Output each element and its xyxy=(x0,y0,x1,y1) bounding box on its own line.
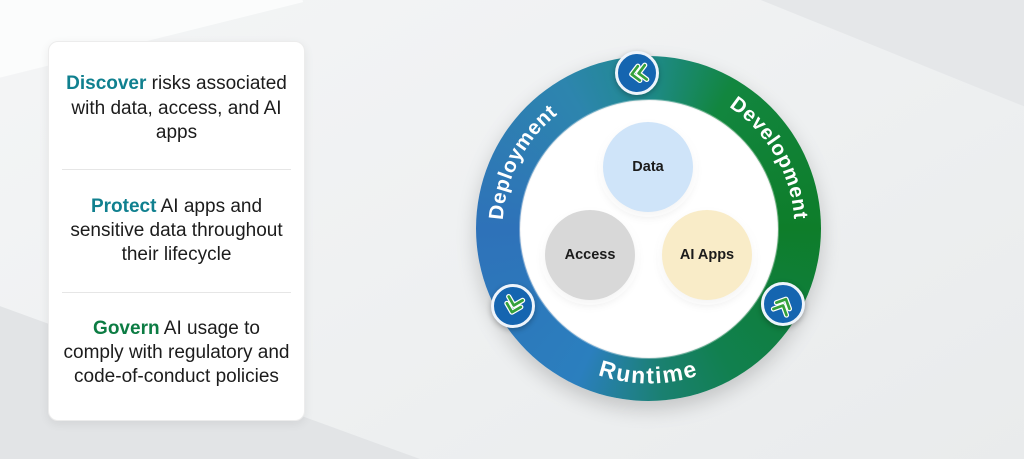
development-phase-label: Development xyxy=(726,92,812,220)
double-chevron-down-icon xyxy=(503,293,525,315)
access-bubble-label: Access xyxy=(564,247,616,263)
point-discover: Discover risks associated with data, acc… xyxy=(49,48,304,169)
point-govern: Govern AI usage to comply with regulator… xyxy=(49,293,304,414)
data-bubble-label: Data xyxy=(632,159,664,175)
point-protect-text: Protect AI apps and sensitive data throu… xyxy=(62,195,291,267)
protect-keyword: Protect xyxy=(90,195,157,217)
point-govern-text: Govern AI usage to comply with regulator… xyxy=(62,317,291,389)
point-protect: Protect AI apps and sensitive data throu… xyxy=(49,170,304,291)
ai-apps-bubble: AI Apps xyxy=(662,210,752,300)
point-discover-text: Discover risks associated with data, acc… xyxy=(62,72,291,144)
ai-lifecycle-ring: Deployment Development Runtime Data Acce… xyxy=(476,51,821,401)
cycle-arrow-badge-top xyxy=(615,51,659,95)
ring-phase-labels: Deployment Development Runtime xyxy=(485,92,812,389)
deployment-phase-label: Deployment xyxy=(485,100,562,221)
discover-body: risks associated with data, access, and … xyxy=(71,73,287,143)
divider xyxy=(62,291,291,293)
development-label-text: Development xyxy=(726,92,812,220)
ai-apps-bubble-label: AI Apps xyxy=(679,247,735,263)
data-bubble: Data xyxy=(603,122,693,212)
govern-keyword: Govern xyxy=(93,318,160,340)
access-bubble: Access xyxy=(545,210,635,300)
runtime-phase-label: Runtime xyxy=(596,355,700,389)
double-chevron-up-icon xyxy=(770,296,792,318)
double-chevron-left-icon xyxy=(628,62,649,83)
cycle-arrow-badge-bottom-left xyxy=(491,284,535,328)
key-points-card: Discover risks associated with data, acc… xyxy=(48,41,305,421)
cycle-arrow-badge-bottom-right xyxy=(761,282,805,326)
protect-body: AI apps and sensitive data throughout th… xyxy=(70,195,283,266)
govern-body: AI usage to comply with regulatory and c… xyxy=(63,318,290,388)
divider xyxy=(62,169,291,171)
runtime-label-text: Runtime xyxy=(596,355,699,389)
deployment-label-text: Deployment xyxy=(485,100,561,221)
discover-keyword: Discover xyxy=(66,73,147,95)
